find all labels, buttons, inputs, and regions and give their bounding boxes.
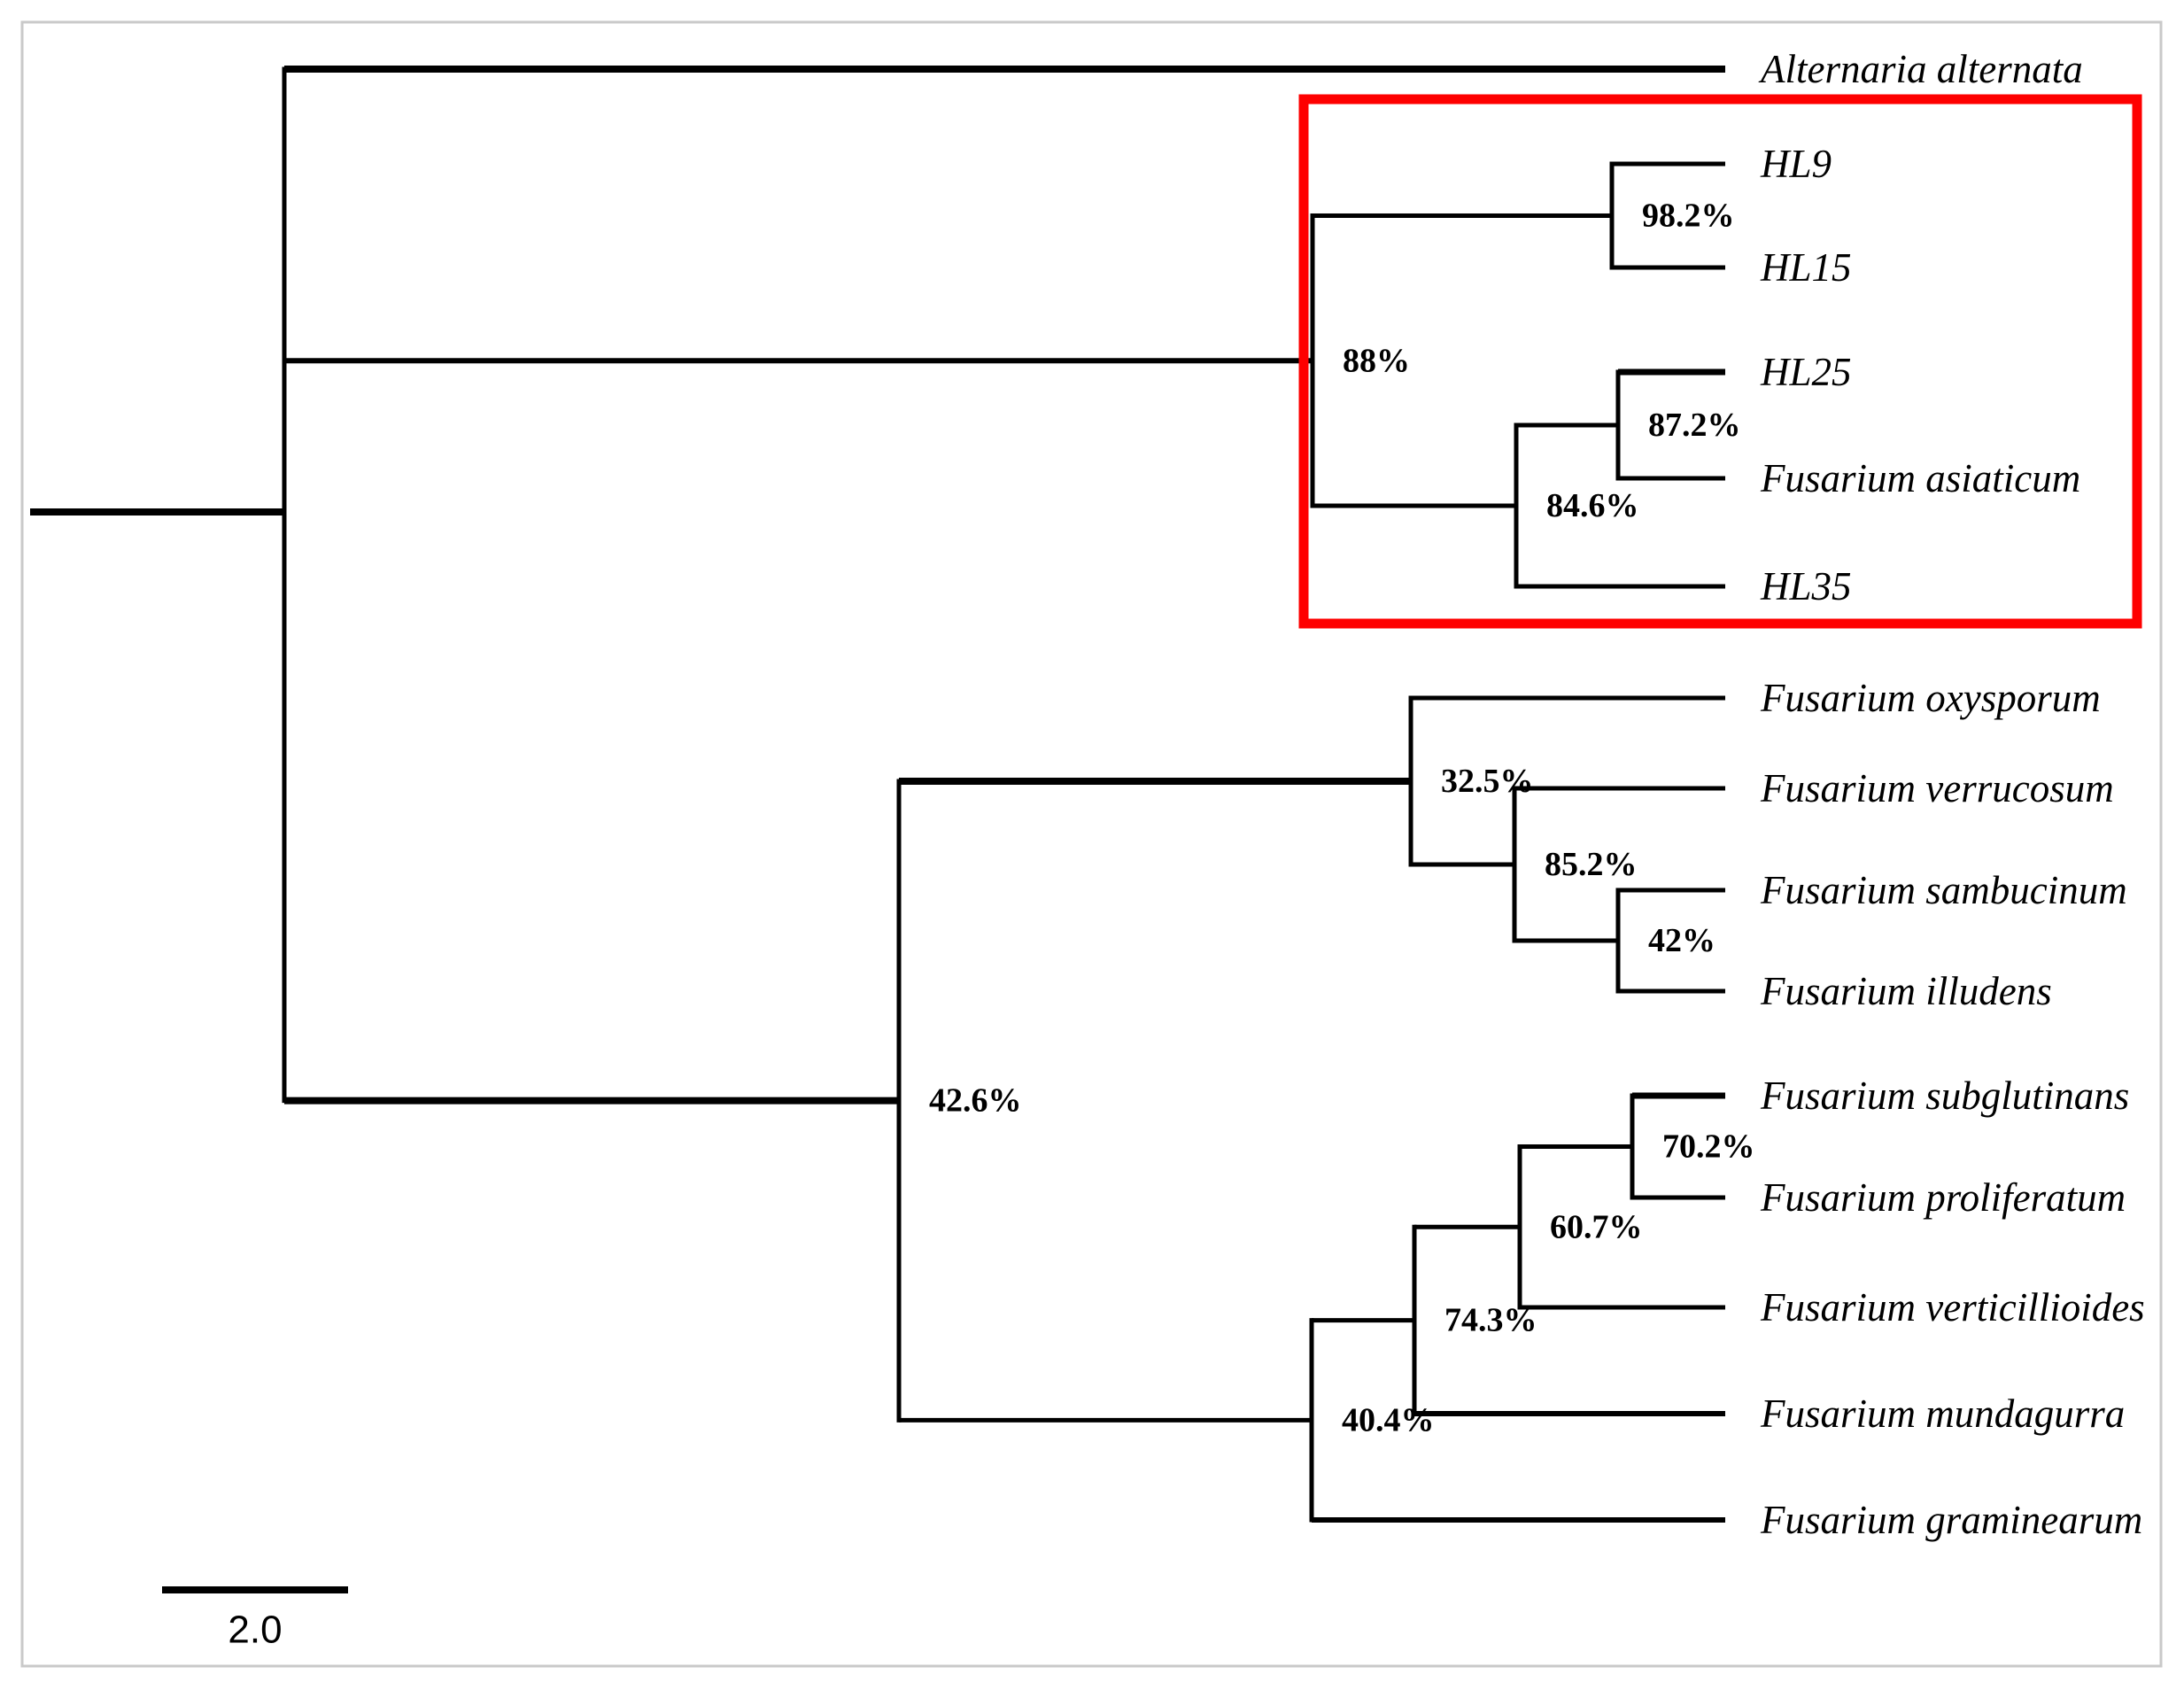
bootstrap-label-32-5: 32.5% [1441, 763, 1534, 800]
figure-border [20, 20, 2163, 1668]
bootstrap-label-87-2: 87.2% [1648, 407, 1741, 444]
leaf-label-fusarium-illudens: Fusarium illudens [1760, 969, 2052, 1013]
leaf-label-fusarium-graminearum: Fusarium graminearum [1760, 1498, 2142, 1542]
leaf-label-fusarium-verrucosum: Fusarium verrucosum [1760, 766, 2114, 810]
bootstrap-label-42: 42% [1648, 922, 1715, 959]
bootstrap-label-85-2: 85.2% [1545, 846, 1638, 883]
leaf-label-fusarium-proliferatum: Fusarium proliferatum [1760, 1175, 2126, 1220]
scale-bar-label: 2.0 [228, 1609, 282, 1652]
bootstrap-label-40-4: 40.4% [1342, 1401, 1435, 1438]
bootstrap-label-60-7: 60.7% [1550, 1208, 1643, 1245]
bootstrap-label-84-6: 84.6% [1546, 487, 1639, 524]
leaf-label-fusarium-subglutinans: Fusarium subglutinans [1760, 1074, 2129, 1118]
leaf-label-alternaria-alternata: Alternaria alternata [1758, 47, 2083, 91]
bootstrap-label-98-2: 98.2% [1642, 198, 1735, 235]
leaf-label-fusarium-sambucinum: Fusarium sambucinum [1760, 868, 2127, 912]
leaf-label-hl35: HL35 [1760, 564, 1852, 609]
leaf-label-fusarium-mundagurra: Fusarium mundagurra [1760, 1392, 2125, 1436]
bootstrap-label-70-2: 70.2% [1662, 1128, 1755, 1166]
bootstrap-label-88: 88% [1343, 342, 1410, 379]
leaf-label-hl15: HL15 [1760, 245, 1852, 290]
leaf-label-fusarium-oxysporum: Fusarium oxysporum [1760, 676, 2101, 720]
leaf-label-hl25: HL25 [1760, 350, 1852, 394]
highlight-box [1298, 94, 2142, 629]
leaf-label-hl9: HL9 [1760, 142, 1832, 186]
leaf-label-fusarium-verticillioides: Fusarium verticillioides [1760, 1285, 2145, 1330]
leaf-label-fusarium-asiaticum: Fusarium asiaticum [1760, 456, 2080, 500]
bootstrap-label-42-6: 42.6% [929, 1082, 1022, 1120]
